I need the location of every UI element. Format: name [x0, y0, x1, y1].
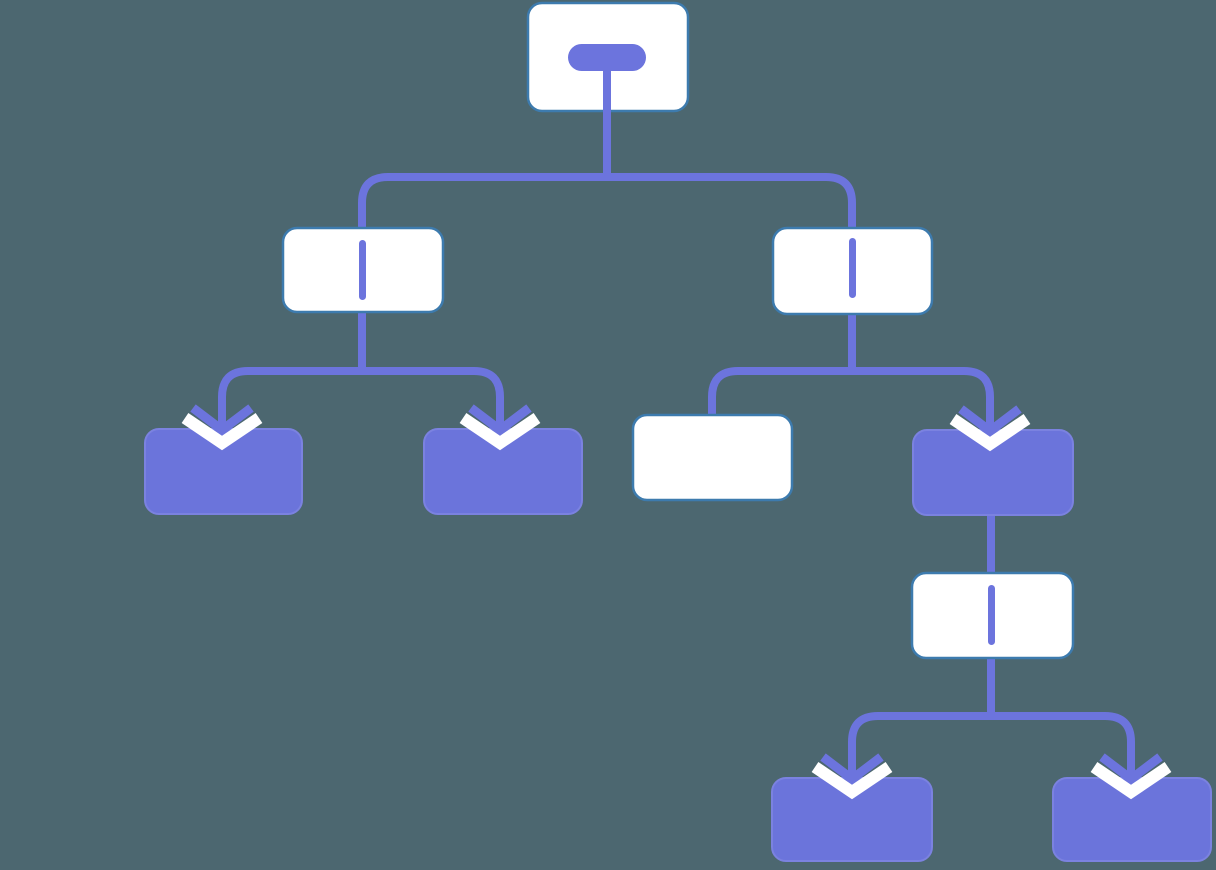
chevron-shadow: [949, 414, 1031, 452]
chevron-shadow: [181, 413, 263, 451]
chevron-arrow: [1099, 753, 1163, 785]
connector-right-children: [708, 367, 994, 426]
chevron-arrow: [958, 405, 1022, 437]
node-root[interactable]: [526, 1, 690, 177]
divider-bar-icon: [849, 238, 856, 298]
chevron-arrow: [468, 404, 532, 436]
divider-bar-icon: [988, 585, 995, 645]
divider-bar-icon: [359, 240, 366, 300]
connector-bottom-leaves: [848, 712, 1135, 774]
root-pill-icon: [568, 44, 646, 71]
node-leaf-right-white[interactable]: [631, 413, 794, 502]
arrow-down-icon: [1090, 753, 1172, 800]
node-branch-right[interactable]: [771, 226, 934, 316]
chevron-arrow: [190, 404, 254, 436]
connector-left-leaves: [218, 367, 504, 425]
arrow-down-icon: [811, 753, 893, 800]
node-branch-left[interactable]: [281, 226, 445, 314]
chevron-arrow: [820, 753, 884, 785]
node-branch-mid[interactable]: [910, 571, 1075, 660]
arrow-down-icon: [459, 404, 541, 451]
chevron-shadow: [811, 762, 893, 800]
arrow-down-icon: [949, 405, 1031, 452]
chevron-shadow: [1090, 762, 1172, 800]
chevron-shadow: [459, 413, 541, 451]
arrow-down-icon: [181, 404, 263, 451]
node-card[interactable]: [631, 413, 794, 502]
